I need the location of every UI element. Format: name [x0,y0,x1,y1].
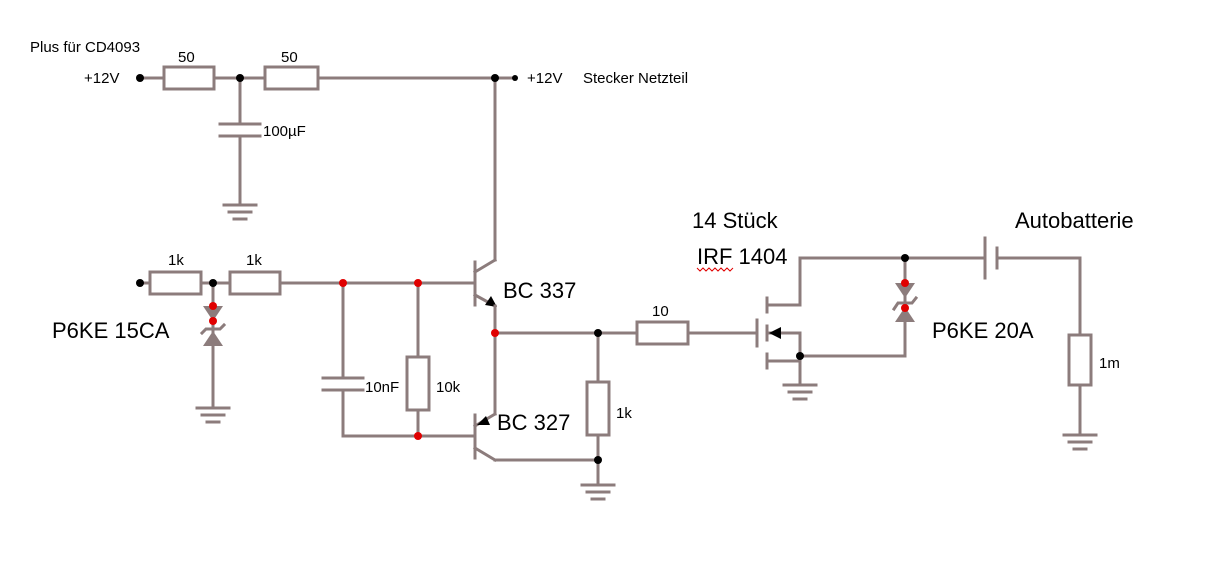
terminal-plus12v-right [512,75,518,81]
node-marker [414,432,422,440]
transistor-bc327 [472,411,498,463]
label-bc327: BC 327 [497,410,570,435]
transistor-bc337 [472,257,498,309]
node-marker [414,279,422,287]
label-plus-cd4093: Plus für CD4093 [30,39,140,56]
ground-symbol-zener15 [195,406,231,424]
label-plus12v-left: +12V [84,70,119,87]
label-r10k: 10k [436,379,461,396]
node-junction [236,74,244,82]
terminal-plus12v-left [136,74,144,82]
label-irf: IRF 1404 [697,244,788,269]
label-bc337: BC 337 [503,278,576,303]
resistor-1k-a [148,270,203,296]
label-r1k-c: 1k [616,405,632,422]
node-junction [209,279,217,287]
ground-symbol-driver [580,483,616,501]
node-marker [339,279,347,287]
resistor-50-b [263,65,320,91]
capacitor-100uf [218,122,262,138]
label-r1m: 1m [1099,355,1120,372]
ground-symbol-battery [1062,433,1098,451]
label-stecker: Stecker Netzteil [583,70,688,87]
zener-p6ke20a [891,283,919,322]
battery-autobatterie [983,236,1082,437]
node-marker [209,317,217,325]
resistor-1m [1067,333,1093,387]
node-junction [796,352,804,360]
label-c10n: 10nF [365,379,399,396]
label-r10: 10 [652,303,669,320]
label-r50a: 50 [178,49,195,66]
resistor-10 [635,320,690,346]
node-junction [594,456,602,464]
resistor-10k [405,355,431,412]
node-marker [901,279,909,287]
node-junction [901,254,909,262]
label-r1k-a: 1k [168,252,184,269]
terminal-input [136,279,144,287]
zener-p6ke15ca [199,306,227,346]
resistor-1k-c [585,380,611,437]
label-autobatterie: Autobatterie [1015,208,1134,233]
label-r50b: 50 [281,49,298,66]
node-junction [594,329,602,337]
capacitor-10nf [321,376,365,392]
label-plus12v-right: +12V [527,70,562,87]
label-c100u: 100µF [263,123,306,140]
ground-symbol-c100 [222,203,258,221]
label-r1k-b: 1k [246,252,262,269]
mosfet-irf1404 [755,256,987,387]
node-marker [901,304,909,312]
node-marker [491,329,499,337]
supply-wires [138,76,517,262]
label-p6ke20: P6KE 20A [932,318,1034,343]
spellcheck-underline [696,267,734,272]
resistor-1k-b [228,270,282,296]
ground-symbol-mosfet [782,383,818,401]
node-marker [209,302,217,310]
node-junction [491,74,499,82]
resistor-50-a [162,65,216,91]
driver-wires [493,304,759,487]
label-stueck: 14 Stück [692,208,779,233]
label-p6ke15: P6KE 15CA [52,318,170,343]
